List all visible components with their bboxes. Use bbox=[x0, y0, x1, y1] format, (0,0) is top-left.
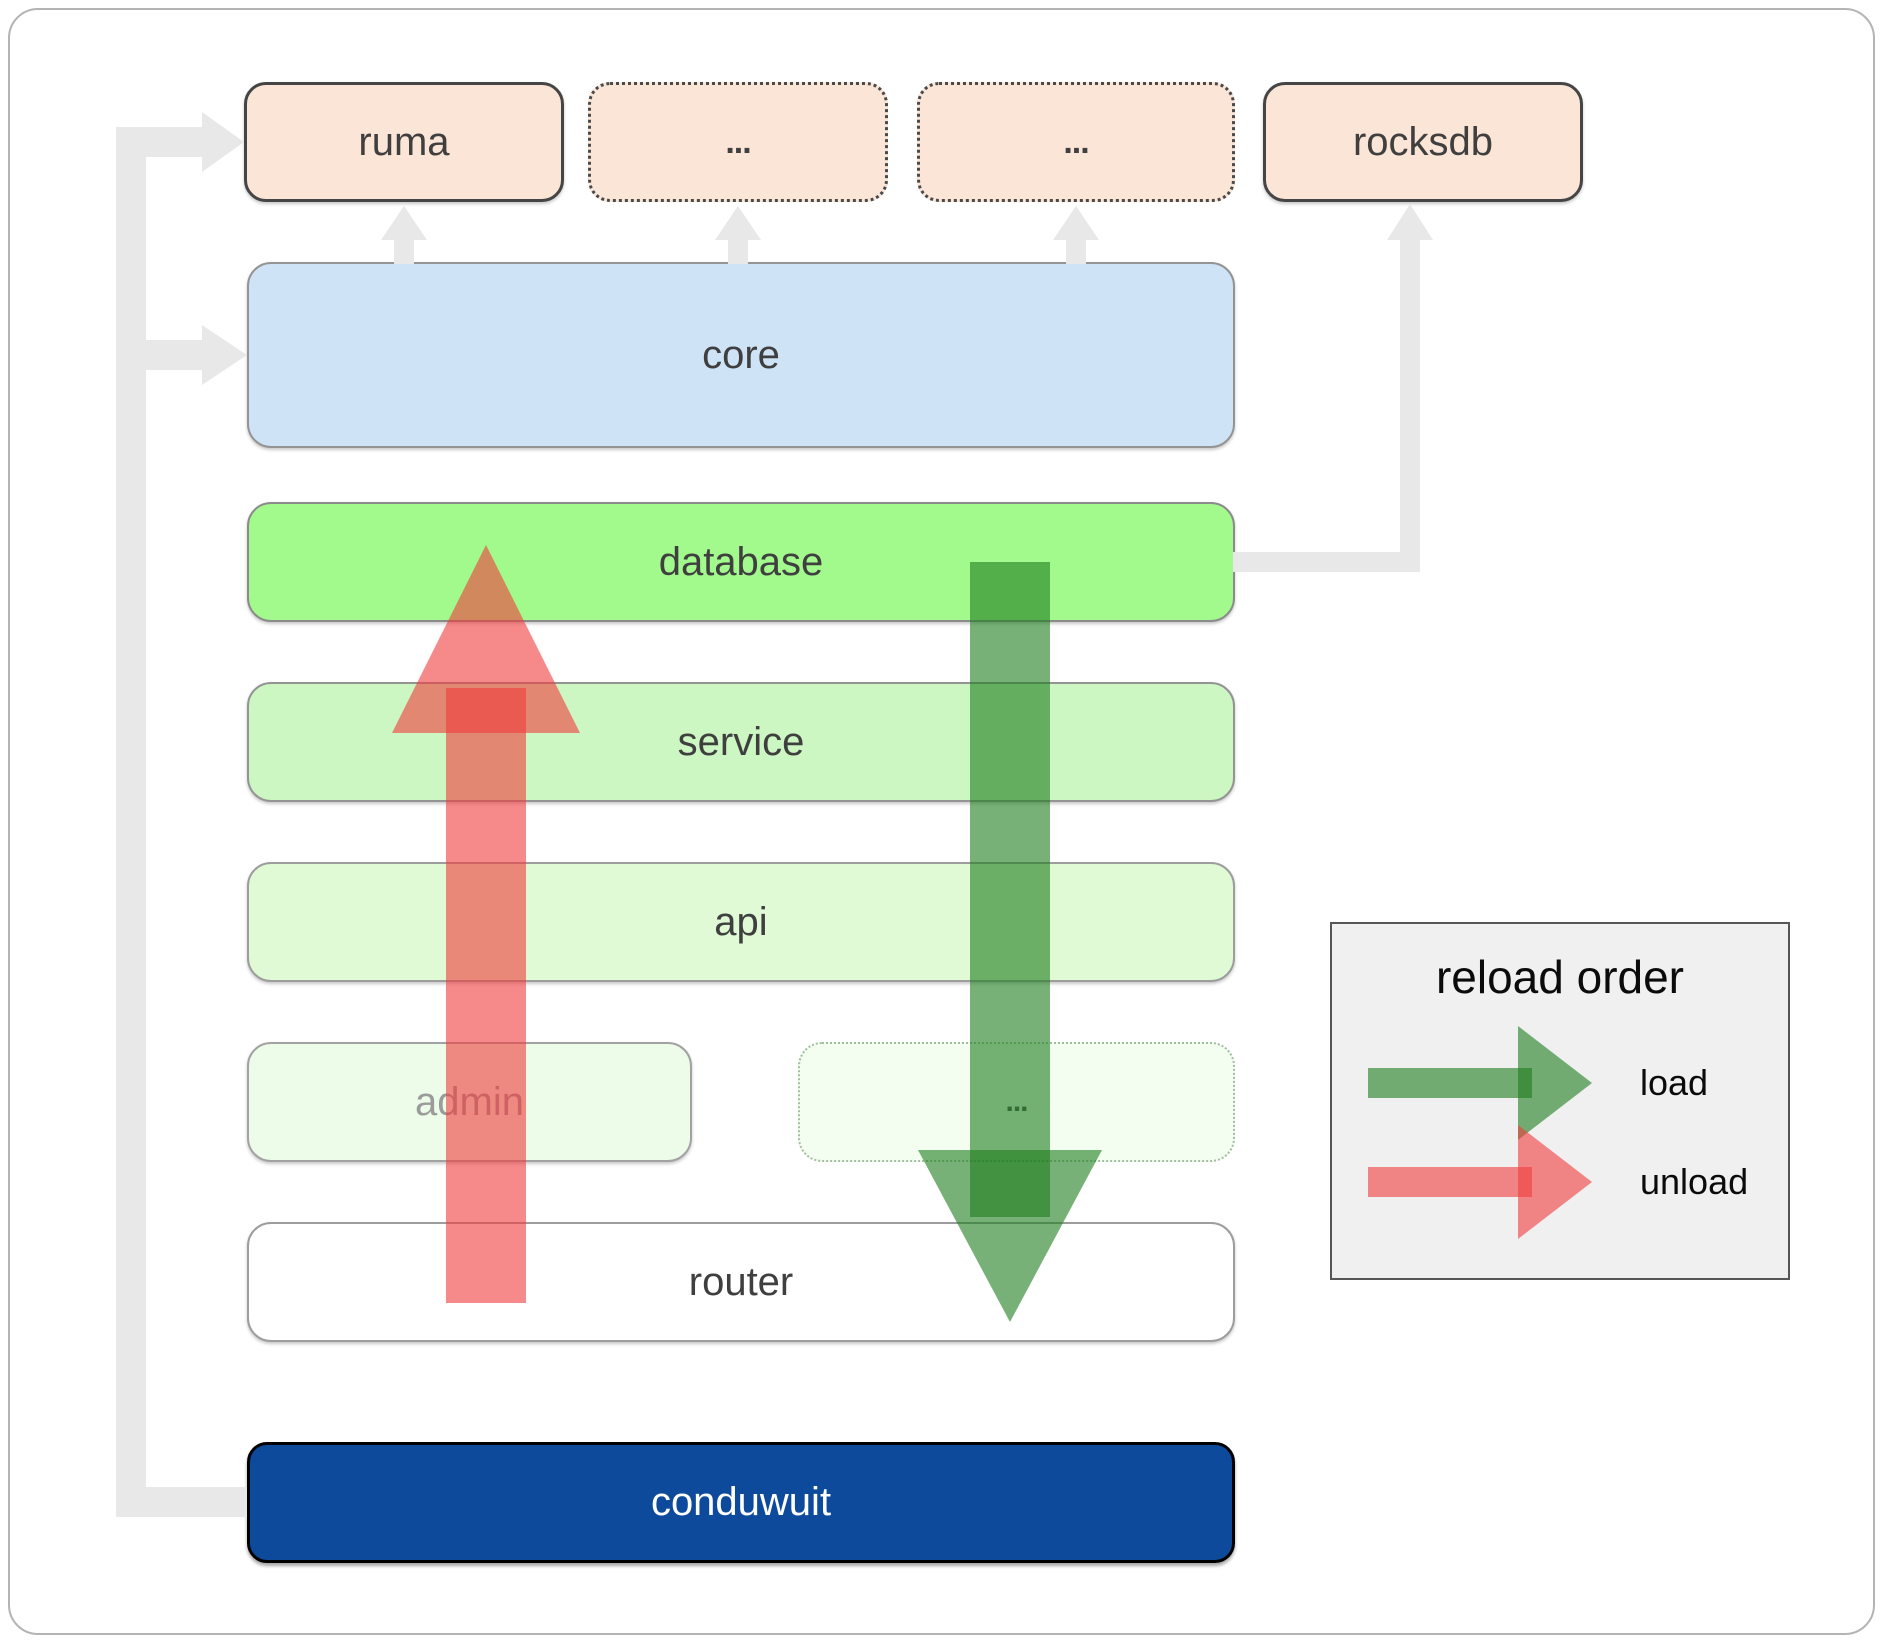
node-rocksdb: rocksdb bbox=[1263, 82, 1583, 202]
node-core: core bbox=[247, 262, 1235, 448]
node-deps-more-2-label: ... bbox=[1063, 122, 1089, 161]
node-admin-more: ... bbox=[798, 1042, 1235, 1162]
node-database: database bbox=[247, 502, 1235, 622]
legend-unload-label: unload bbox=[1640, 1161, 1749, 1202]
node-conduwuit-label: conduwuit bbox=[650, 1480, 832, 1524]
node-core-label: core bbox=[702, 332, 780, 377]
node-admin-more-label: ... bbox=[1005, 1085, 1028, 1118]
node-deps-more-2: ... bbox=[917, 82, 1235, 202]
node-admin-label: admin bbox=[415, 1079, 524, 1124]
node-rocksdb-label: rocksdb bbox=[1352, 119, 1494, 164]
node-router: router bbox=[247, 1222, 1235, 1342]
node-api-label: api bbox=[714, 899, 768, 944]
node-service: service bbox=[247, 682, 1235, 802]
node-deps-more-1-label: ... bbox=[725, 122, 751, 161]
node-admin: admin bbox=[247, 1042, 692, 1162]
legend-title: reload order bbox=[1435, 951, 1685, 1003]
node-deps-more-1: ... bbox=[588, 82, 888, 202]
node-service-label: service bbox=[677, 719, 805, 764]
node-database-label: database bbox=[658, 539, 824, 584]
node-ruma-label: ruma bbox=[358, 119, 450, 164]
node-router-label: router bbox=[688, 1259, 794, 1304]
node-api: api bbox=[247, 862, 1235, 982]
diagram-frame bbox=[8, 8, 1875, 1635]
legend-load-label: load bbox=[1640, 1062, 1709, 1103]
node-conduwuit: conduwuit bbox=[247, 1442, 1235, 1563]
node-ruma: ruma bbox=[244, 82, 564, 202]
